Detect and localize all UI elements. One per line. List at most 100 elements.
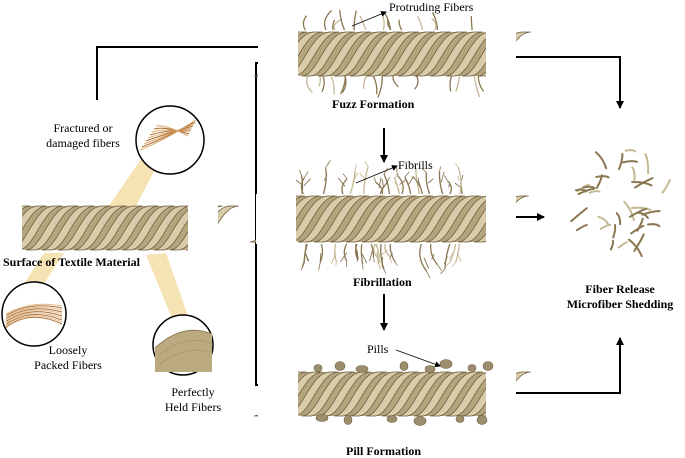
rope-strand xyxy=(9,205,63,251)
rope-clip-left2 xyxy=(258,30,296,78)
label-release-line2: Microfiber Shedding xyxy=(566,297,674,311)
microfiber xyxy=(633,233,645,252)
fiber-strand xyxy=(321,75,325,93)
label-loosely-line2: Packed Fibers xyxy=(34,358,102,372)
fiber-strand xyxy=(343,243,348,262)
fiber-strand xyxy=(398,19,403,31)
fiber-branch xyxy=(335,261,337,266)
fiber-branch xyxy=(361,253,368,264)
fiber-strand xyxy=(306,75,313,93)
pill xyxy=(476,415,488,425)
loose-fiber xyxy=(5,306,63,318)
microfiber xyxy=(575,224,588,232)
pill xyxy=(467,364,477,372)
label-protruding-fibers: Protruding Fibers xyxy=(389,0,474,14)
microfiber xyxy=(617,241,628,249)
microfiber xyxy=(636,217,644,232)
fiber-branch xyxy=(378,177,382,189)
fiber-branch xyxy=(383,269,387,274)
fibrillation-rope xyxy=(249,194,529,244)
label-release-line1: Fiber Release xyxy=(585,282,655,296)
rope-strand xyxy=(297,195,353,243)
fiber-strand xyxy=(362,75,368,89)
fiber-branch xyxy=(369,250,373,262)
fiber-branch xyxy=(295,179,303,185)
rope-strand xyxy=(105,205,159,251)
fiber-strand xyxy=(396,174,404,195)
fractured-fiber xyxy=(145,125,194,142)
fiber-branch xyxy=(451,262,456,267)
rope-strand xyxy=(57,205,111,251)
fiber-strand xyxy=(404,176,412,195)
fiber-branch xyxy=(443,175,448,182)
fiber-branch xyxy=(364,160,369,167)
rope-clip-left2 xyxy=(256,194,294,244)
fiber-strand xyxy=(431,11,439,31)
fiber-strand xyxy=(384,243,391,257)
rope-clip-right xyxy=(486,30,516,78)
rope-clip-left2 xyxy=(0,204,20,252)
fiber-branch xyxy=(299,169,302,176)
fiber-branch xyxy=(342,173,348,179)
arrow-surface-to-fuzz xyxy=(96,43,283,100)
label-pills: Pills xyxy=(367,342,389,356)
fiber-strand xyxy=(339,10,346,31)
pill xyxy=(334,361,346,371)
fiber-branch xyxy=(394,261,398,266)
label-fractured-line2: damaged fibers xyxy=(46,136,120,150)
fiber-branch xyxy=(373,177,377,183)
rope-strand xyxy=(285,371,339,417)
fiber-branch xyxy=(354,164,357,171)
fiber-strand xyxy=(375,181,384,195)
fiber-strand xyxy=(429,243,438,265)
fiber-branch xyxy=(324,173,328,182)
pill xyxy=(455,415,465,423)
rope-strand xyxy=(25,205,79,251)
fiber-branch xyxy=(381,178,385,189)
microfiber xyxy=(622,160,638,164)
rope-strand xyxy=(429,31,483,77)
fiber-strand xyxy=(470,16,473,31)
fiber-branch xyxy=(305,253,310,262)
fuzz-rope xyxy=(253,30,531,78)
fiber-strand xyxy=(353,10,357,31)
fibrills xyxy=(295,160,464,279)
pill xyxy=(355,365,369,373)
label-perfectly-held: Perfectly Held Fibers xyxy=(148,385,238,415)
rope-strand xyxy=(329,195,385,243)
fiber-branch xyxy=(448,252,454,259)
magnifier-perfectly xyxy=(152,314,214,376)
loose-fiber xyxy=(5,312,63,324)
fiber-strand xyxy=(333,18,342,31)
microfiber xyxy=(594,151,608,170)
rope-strand xyxy=(333,31,387,77)
leader-protruding xyxy=(351,11,387,27)
label-perfectly-line1: Perfectly xyxy=(171,385,215,399)
microfiber xyxy=(630,206,652,211)
microfiber xyxy=(661,178,671,194)
pill xyxy=(399,361,409,371)
fiber-strand xyxy=(417,180,424,195)
fiber-strand xyxy=(319,243,324,263)
rope-strand xyxy=(317,31,371,77)
fiber-strand xyxy=(359,15,367,31)
fiber-branch xyxy=(394,181,398,187)
microfiber xyxy=(624,149,637,153)
fiber-branch xyxy=(440,171,445,183)
rope-strand xyxy=(349,31,403,77)
fiber-strand xyxy=(363,166,369,195)
rope-clip-right xyxy=(486,370,516,418)
microfiber xyxy=(631,166,636,182)
fiber-strand xyxy=(334,243,337,262)
rope-strand xyxy=(381,371,435,417)
rope-strand xyxy=(285,31,339,77)
microfiber xyxy=(574,188,588,193)
fiber-branch xyxy=(426,271,431,279)
label-fiber-release: Fiber Release Microfiber Shedding xyxy=(560,282,680,312)
loose-fiber xyxy=(5,309,63,321)
fiber-strand xyxy=(389,243,396,263)
fiber-branch xyxy=(443,256,448,265)
rope-clip-left xyxy=(296,370,298,418)
fiber-strand xyxy=(349,170,356,195)
